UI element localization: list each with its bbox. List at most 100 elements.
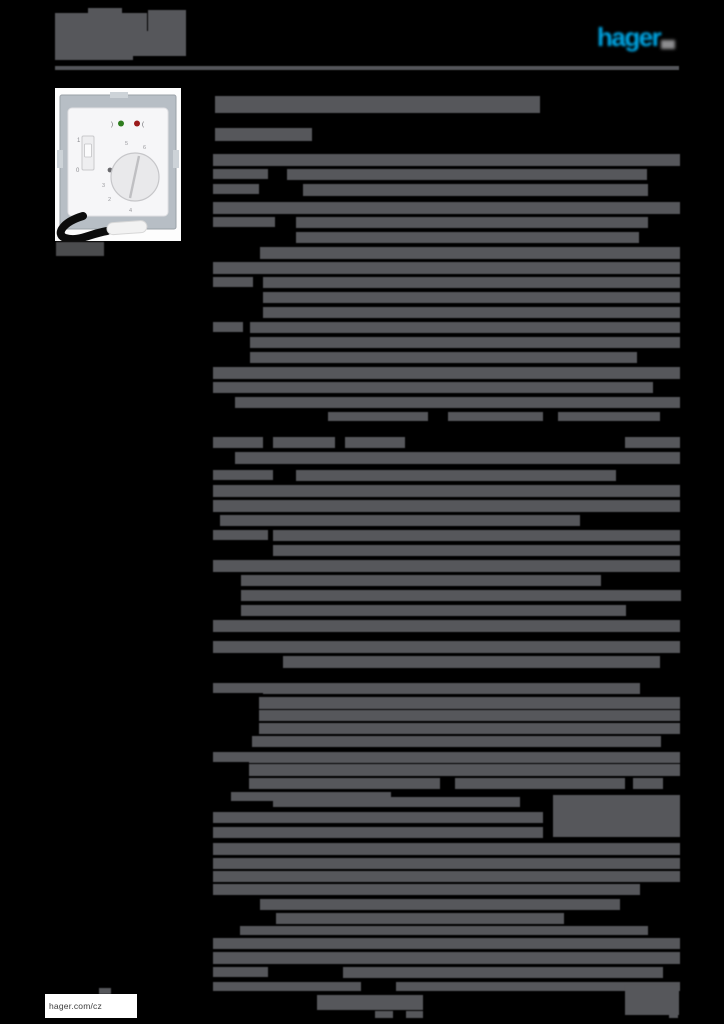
redacted-text-line bbox=[375, 1011, 393, 1018]
redacted-text-line bbox=[213, 437, 263, 448]
floor-sensor bbox=[106, 220, 148, 236]
redacted-text-line bbox=[213, 169, 268, 179]
redacted-text-line bbox=[213, 217, 275, 227]
redacted-text-line bbox=[215, 96, 540, 113]
redacted-text-line bbox=[241, 575, 601, 586]
redacted-text-line bbox=[235, 397, 680, 408]
redacted-text-line bbox=[396, 982, 680, 991]
logo-smudge bbox=[661, 40, 675, 49]
redacted-text-line bbox=[213, 322, 243, 332]
slider-top-label: 1 bbox=[77, 138, 81, 144]
redacted-text-line bbox=[296, 470, 616, 481]
redacted-text-line bbox=[625, 437, 680, 448]
led-glyph-right: ( bbox=[142, 122, 144, 128]
led-red bbox=[134, 120, 140, 127]
redacted-text-line bbox=[56, 242, 104, 256]
redacted-text-line bbox=[345, 437, 405, 448]
redacted-text-line bbox=[213, 500, 680, 512]
redacted-text-line bbox=[215, 128, 312, 141]
redacted-text-line bbox=[213, 262, 680, 274]
slider-bottom-label: 0 bbox=[76, 168, 80, 174]
product-photo-thermostat: ) ( 1 0 5 6 3 2 4 bbox=[55, 88, 181, 241]
redacted-text-line bbox=[283, 656, 660, 668]
redacted-text-line bbox=[259, 697, 680, 709]
header-divider bbox=[55, 66, 679, 70]
dial-number-4: 4 bbox=[129, 208, 132, 214]
redacted-text-line bbox=[213, 382, 653, 393]
redacted-text-line bbox=[213, 530, 268, 540]
redacted-text-line bbox=[273, 545, 680, 556]
dial-number-6: 6 bbox=[143, 145, 146, 151]
redacted-text-line bbox=[273, 530, 680, 541]
redacted-text-line bbox=[213, 641, 680, 653]
redacted-text-line bbox=[260, 899, 620, 910]
redacted-text-line bbox=[55, 55, 133, 60]
redacted-text-line bbox=[213, 752, 257, 762]
redacted-text-line bbox=[263, 277, 680, 288]
redacted-text-line bbox=[213, 952, 680, 964]
redacted-text-line bbox=[250, 352, 637, 363]
redacted-text-line bbox=[476, 913, 564, 924]
redacted-text-line bbox=[273, 797, 520, 807]
redacted-text-line bbox=[213, 277, 253, 287]
redacted-text-line bbox=[235, 452, 680, 464]
redacted-text-line bbox=[213, 367, 680, 379]
redacted-text-line bbox=[240, 926, 648, 935]
redacted-text-line bbox=[213, 982, 361, 991]
redacted-text-line bbox=[213, 812, 543, 823]
redacted-text-line bbox=[55, 13, 147, 32]
redacted-text-line bbox=[296, 217, 648, 228]
redacted-text-line bbox=[633, 778, 663, 789]
redacted-text-line bbox=[296, 232, 639, 243]
redacted-text-line bbox=[448, 412, 543, 421]
redacted-text-line bbox=[249, 764, 680, 776]
plate-clip-top bbox=[110, 92, 128, 98]
redacted-text-line bbox=[558, 412, 660, 421]
redacted-text-line bbox=[669, 1013, 678, 1018]
dial-number-5: 5 bbox=[125, 141, 128, 147]
redacted-text-line bbox=[259, 710, 680, 721]
redacted-text-line bbox=[213, 154, 680, 166]
redacted-text-line bbox=[220, 515, 580, 526]
led-green bbox=[118, 120, 124, 127]
dial-pointer bbox=[128, 155, 141, 199]
redacted-text-line bbox=[249, 752, 680, 763]
redacted-text-line bbox=[213, 884, 640, 895]
redacted-text-line bbox=[213, 202, 680, 214]
redacted-text-line bbox=[249, 778, 440, 789]
redacted-text-line bbox=[553, 795, 680, 837]
content-text-redaction bbox=[213, 0, 681, 1000]
redacted-text-line bbox=[213, 871, 680, 882]
redacted-text-line bbox=[213, 938, 680, 949]
header-address-redaction bbox=[0, 0, 724, 80]
dial-number-3: 3 bbox=[102, 183, 105, 189]
redacted-text-line bbox=[273, 437, 335, 448]
redacted-text-line bbox=[250, 337, 680, 348]
plate-clip-left bbox=[57, 150, 63, 168]
redacted-text-line bbox=[231, 792, 391, 801]
redacted-text-line bbox=[260, 247, 680, 259]
redacted-text-line bbox=[343, 967, 663, 978]
product-code-redaction bbox=[0, 0, 724, 270]
redacted-text-line bbox=[259, 723, 680, 734]
redacted-text-line bbox=[303, 184, 648, 196]
redacted-text-line bbox=[250, 322, 680, 333]
redacted-text-line bbox=[213, 470, 273, 480]
redacted-text-line bbox=[213, 843, 680, 855]
plate-clip-right bbox=[173, 150, 179, 168]
redacted-text-line bbox=[263, 307, 680, 318]
hager-logo: hager bbox=[597, 22, 662, 52]
redacted-text-line bbox=[213, 485, 680, 497]
redacted-text-line bbox=[213, 184, 259, 194]
redacted-text-line bbox=[317, 995, 423, 1010]
redacted-text-line bbox=[455, 778, 625, 789]
redacted-text-line bbox=[252, 736, 661, 747]
redacted-text-line bbox=[625, 985, 679, 1015]
redacted-text-line bbox=[263, 292, 680, 303]
footer-site-link[interactable]: hager.com/cz bbox=[49, 1001, 102, 1011]
redacted-text-line bbox=[213, 560, 680, 572]
slider-handle bbox=[84, 143, 92, 158]
